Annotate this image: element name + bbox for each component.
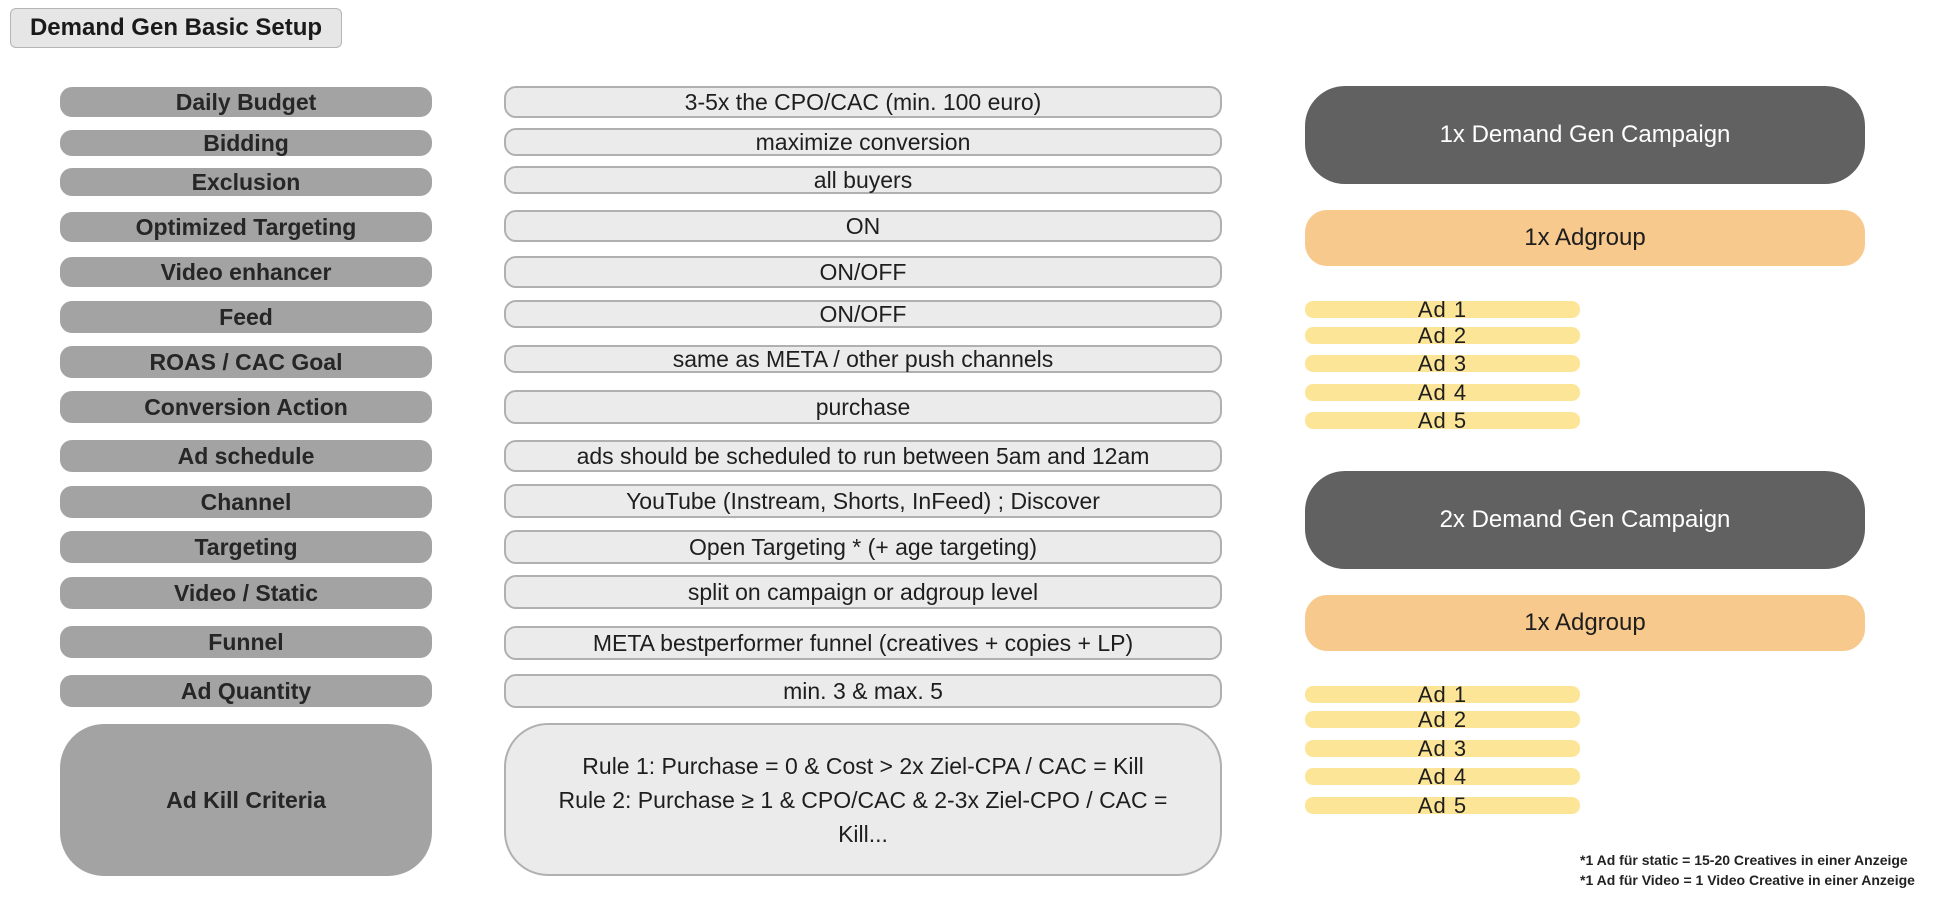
kill-rule-2: Rule 2: Purchase ≥ 1 & CPO/CAC & 2-3x Zi… bbox=[558, 786, 1168, 813]
page-title: Demand Gen Basic Setup bbox=[10, 8, 342, 48]
value-ad-schedule: ads should be scheduled to run between 5… bbox=[504, 440, 1222, 472]
ad-bar: Ad 2 bbox=[1305, 709, 1580, 731]
label-optimized-targeting: Optimized Targeting bbox=[60, 212, 432, 242]
label-funnel: Funnel bbox=[60, 626, 432, 658]
label-feed: Feed bbox=[60, 301, 432, 333]
ad-bar: Ad 1 bbox=[1305, 299, 1580, 321]
label-ad-quantity: Ad Quantity bbox=[60, 675, 432, 707]
label-exclusion: Exclusion bbox=[60, 168, 432, 196]
ad-bar: Ad 4 bbox=[1305, 382, 1580, 404]
value-optimized-targeting: ON bbox=[504, 210, 1222, 242]
ad-bar: Ad 5 bbox=[1305, 410, 1580, 432]
value-roas-cac-goal: same as META / other push channels bbox=[504, 345, 1222, 373]
value-feed: ON/OFF bbox=[504, 300, 1222, 328]
value-channel: YouTube (Instream, Shorts, InFeed) ; Dis… bbox=[504, 484, 1222, 518]
ad-bar: Ad 3 bbox=[1305, 738, 1580, 760]
campaign-box-1: 1x Demand Gen Campaign bbox=[1305, 86, 1865, 184]
kill-rule-1: Rule 1: Purchase = 0 & Cost > 2x Ziel-CP… bbox=[582, 752, 1144, 779]
label-daily-budget: Daily Budget bbox=[60, 87, 432, 117]
value-funnel: META bestperformer funnel (creatives + c… bbox=[504, 626, 1222, 660]
label-bidding: Bidding bbox=[60, 130, 432, 156]
label-conversion-action: Conversion Action bbox=[60, 391, 432, 423]
value-ad-kill-criteria: Rule 1: Purchase = 0 & Cost > 2x Ziel-CP… bbox=[504, 723, 1222, 876]
label-video-enhancer: Video enhancer bbox=[60, 257, 432, 287]
footnote-video: *1 Ad für Video = 1 Video Creative in ei… bbox=[1580, 872, 1915, 888]
kill-rule-2-continued: Kill... bbox=[838, 820, 888, 847]
label-targeting: Targeting bbox=[60, 531, 432, 563]
footnote-static: *1 Ad für static = 15-20 Creatives in ei… bbox=[1580, 852, 1908, 868]
label-ad-kill-criteria: Ad Kill Criteria bbox=[60, 724, 432, 876]
value-targeting: Open Targeting * (+ age targeting) bbox=[504, 530, 1222, 564]
label-video-static: Video / Static bbox=[60, 577, 432, 609]
ad-bar: Ad 3 bbox=[1305, 353, 1580, 375]
ad-bar: Ad 2 bbox=[1305, 325, 1580, 347]
ad-bar: Ad 5 bbox=[1305, 795, 1580, 817]
value-video-static: split on campaign or adgroup level bbox=[504, 575, 1222, 609]
value-bidding: maximize conversion bbox=[504, 128, 1222, 156]
value-ad-quantity: min. 3 & max. 5 bbox=[504, 674, 1222, 708]
ad-bar: Ad 4 bbox=[1305, 766, 1580, 788]
ad-bar: Ad 1 bbox=[1305, 684, 1580, 706]
adgroup-box-2: 1x Adgroup bbox=[1305, 595, 1865, 651]
label-channel: Channel bbox=[60, 486, 432, 518]
adgroup-box-1: 1x Adgroup bbox=[1305, 210, 1865, 266]
value-conversion-action: purchase bbox=[504, 390, 1222, 424]
value-video-enhancer: ON/OFF bbox=[504, 256, 1222, 288]
value-daily-budget: 3-5x the CPO/CAC (min. 100 euro) bbox=[504, 86, 1222, 118]
label-roas-cac-goal: ROAS / CAC Goal bbox=[60, 346, 432, 378]
value-exclusion: all buyers bbox=[504, 166, 1222, 194]
label-ad-schedule: Ad schedule bbox=[60, 440, 432, 472]
campaign-box-2: 2x Demand Gen Campaign bbox=[1305, 471, 1865, 569]
